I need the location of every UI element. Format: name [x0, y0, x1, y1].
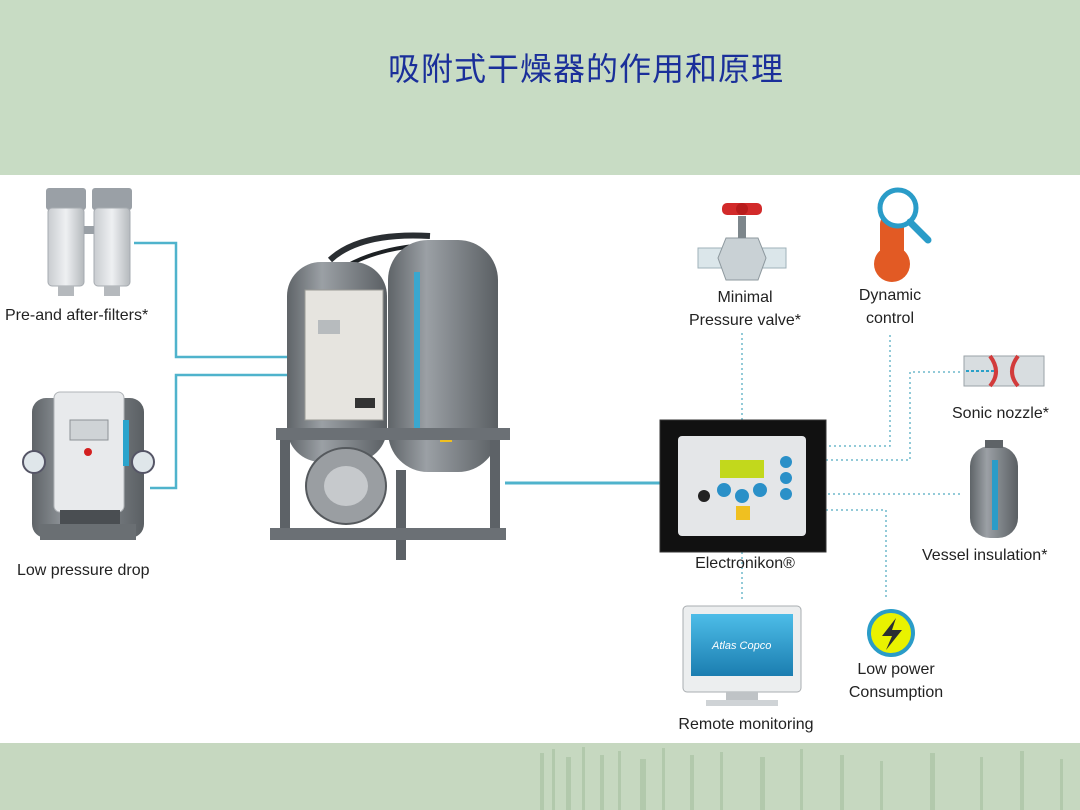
nozzle-icon [963, 354, 1045, 388]
label-dynamic-line1: Dynamic [858, 287, 922, 304]
label-electronikon: Electronikon® [695, 555, 795, 572]
connector-dynamic [826, 335, 891, 447]
label-dynamic-line2: control [865, 310, 915, 327]
label-pre-after-filters: Pre-and after-filters* [5, 307, 149, 324]
label-vessel-insulation: Vessel insulation* [922, 547, 1048, 564]
connector-nozzle [826, 371, 960, 461]
footer-decoration [540, 747, 1063, 810]
valve-icon [697, 203, 787, 281]
page-title: 吸附式干燥器的作用和原理 [387, 50, 784, 88]
connector-filters [134, 241, 290, 359]
connector-low-pressure [150, 373, 290, 490]
lightning-icon [867, 609, 915, 657]
filter-icon [46, 188, 132, 296]
label-minimal-line2: Pressure valve* [688, 312, 802, 329]
label-low-power-line1: Low power [857, 661, 935, 678]
connector-power [826, 509, 887, 600]
controller-icon [659, 419, 827, 553]
footer-band [0, 743, 1080, 810]
header-band: 吸附式干燥器的作用和原理 [0, 0, 1080, 175]
label-remote-monitoring: Remote monitoring [678, 716, 814, 733]
thermometer-icon [874, 187, 932, 282]
label-sonic-nozzle: Sonic nozzle* [952, 405, 1049, 422]
label-low-pressure-drop: Low pressure drop [17, 562, 150, 579]
monitor-icon [682, 605, 802, 706]
monitor-brand-text: Atlas Copco [712, 640, 772, 652]
vessel-icon [970, 440, 1018, 538]
dryer-icon [270, 232, 510, 560]
label-low-power-line2: Consumption [848, 684, 944, 701]
filter-housing-icon [22, 391, 155, 540]
label-minimal-line1: Minimal [717, 289, 773, 306]
